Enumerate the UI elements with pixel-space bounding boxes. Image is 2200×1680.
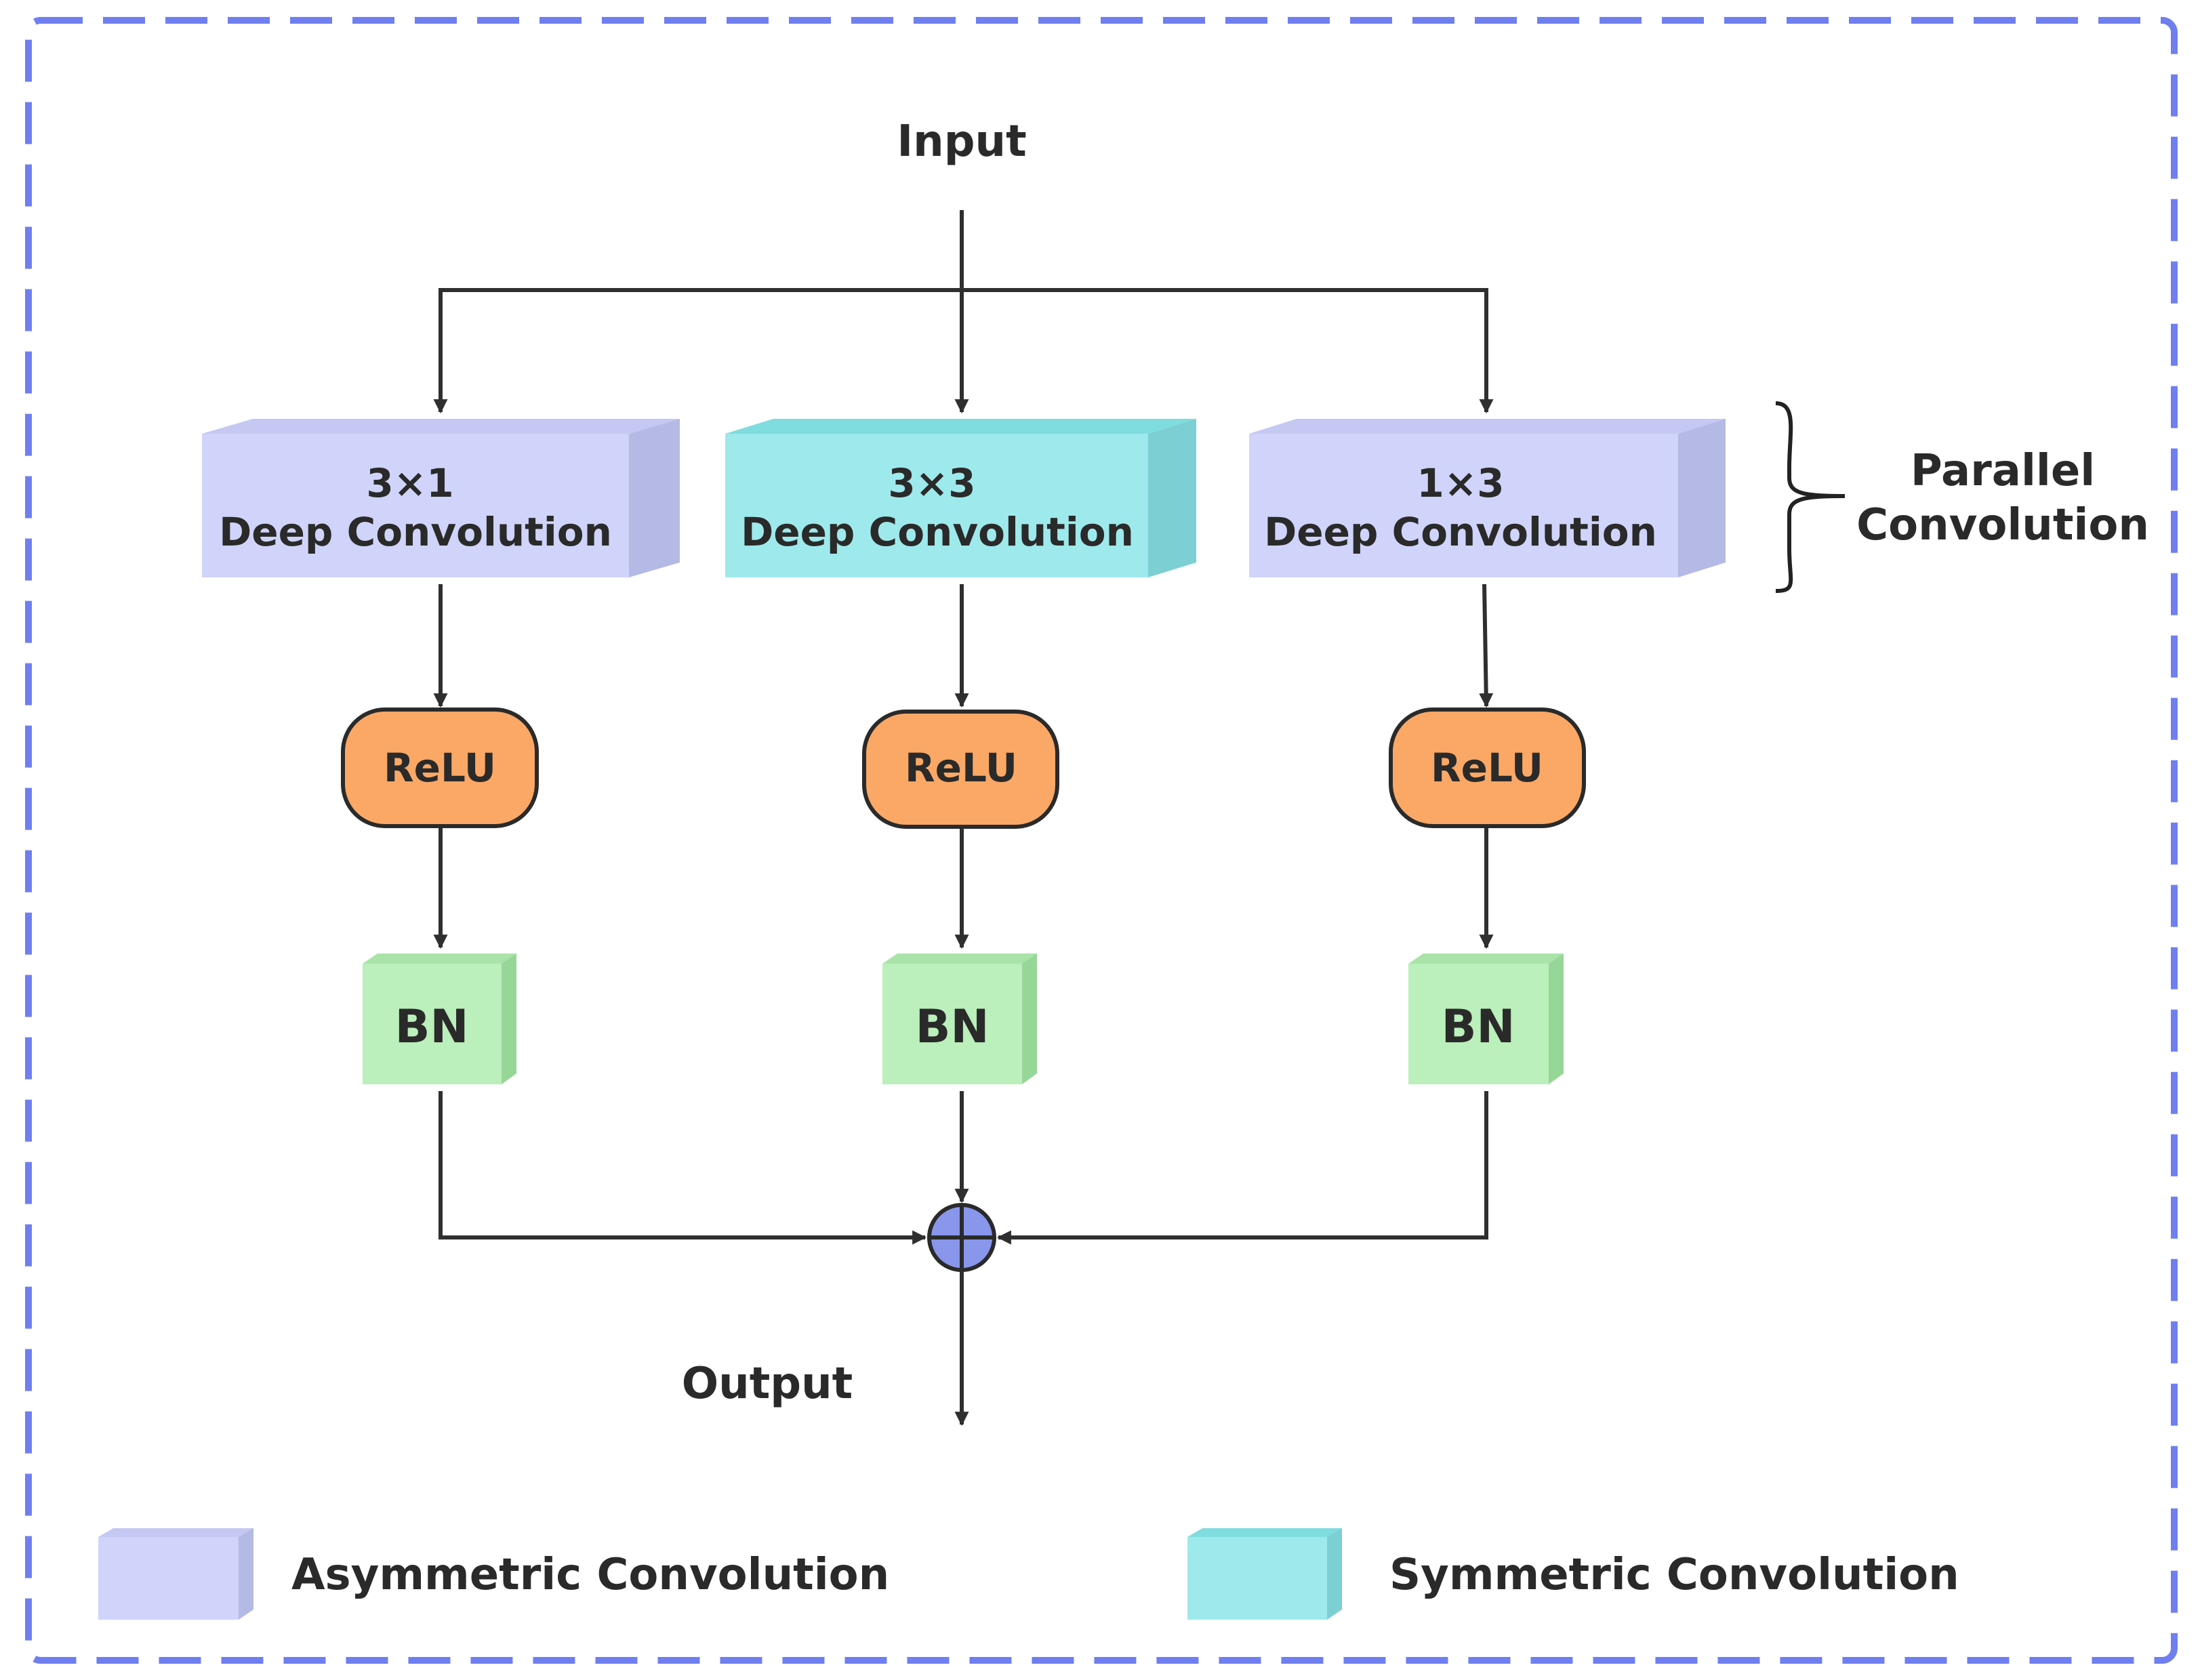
legend-asymmetric-swatch-side [239,1528,253,1620]
bn-to-add-arrows [439,1091,1488,1245]
bn-label-1: BN [395,1000,469,1054]
conv-block-1x3: 1×3 Deep Convolution [1249,419,1726,577]
bn-label-2: BN [916,1000,990,1054]
input-connectors [433,210,1494,414]
output-label: Output [682,1359,853,1409]
conv-label-3x3: Deep Convolution [741,509,1134,555]
legend-asymmetric: Asymmetric Convolution [98,1528,889,1620]
bn-label-3: BN [1442,1000,1515,1054]
legend-symmetric: Symmetric Convolution [1187,1528,1959,1620]
bn-block-3: BN [1408,954,1564,1084]
relu-node-3: ReLU [1389,708,1586,828]
relu-node-1: ReLU [341,708,539,828]
outer-dashed-border [25,17,2178,1664]
legend-asymmetric-swatch-top [98,1528,253,1537]
conv-to-relu-arrows [433,583,1494,708]
conv-block-3x3-front [725,434,1148,577]
circled-plus-icon [927,1203,996,1272]
conv-kernel-1x3: 1×3 [1417,460,1504,506]
conv-block-3x3-top [725,419,1196,434]
conv-block-3x1-front [202,434,629,577]
relu-node-2: ReLU [862,710,1059,829]
conv-block-3x3: 3×3 Deep Convolution [725,419,1196,577]
parallel-label-line1: Parallel [1911,446,2095,496]
conv-block-1x3-side [1678,419,1726,577]
conv-label-1x3: Deep Convolution [1264,509,1657,555]
legend-asymmetric-swatch [98,1537,239,1620]
right-curly-brace-icon [1775,401,1846,593]
legend-symmetric-swatch-side [1327,1528,1342,1620]
legend-asymmetric-label: Asymmetric Convolution [291,1550,889,1600]
parallel-label-line2: Convolution [1856,500,2149,550]
conv-block-3x1: 3×1 Deep Convolution [202,419,680,577]
conv-block-1x3-front [1249,434,1678,577]
legend-symmetric-swatch-top [1187,1528,1342,1537]
legend-symmetric-label: Symmetric Convolution [1389,1550,1959,1600]
relu-label-3: ReLU [1431,745,1543,791]
conv-kernel-3x1: 3×1 [366,460,453,506]
relu-label-2: ReLU [905,745,1017,791]
conv-block-3x3-side [1148,419,1196,577]
legend-symmetric-swatch [1187,1537,1327,1620]
conv-label-3x1: Deep Convolution [219,509,612,555]
relu-label-1: ReLU [384,745,496,791]
relu-to-bn-arrows [433,828,1494,949]
bn-block-2: BN [882,954,1037,1084]
input-label: Input [897,117,1026,167]
conv-block-3x1-side [629,419,680,577]
conv-block-1x3-top [1249,419,1726,434]
conv-block-3x1-top [202,419,680,434]
bn-block-1: BN [363,954,516,1084]
conv-kernel-3x3: 3×3 [888,460,975,506]
